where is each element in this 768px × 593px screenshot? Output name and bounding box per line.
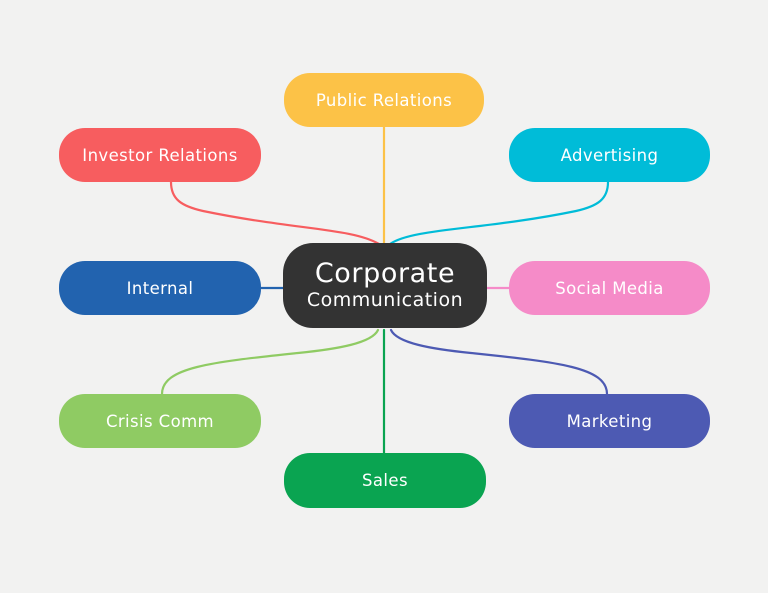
- center-title-line2: Communication: [306, 289, 464, 312]
- node-sales[interactable]: Sales: [284, 453, 486, 508]
- node-label: Public Relations: [315, 90, 453, 110]
- node-marketing[interactable]: Marketing: [509, 394, 710, 448]
- node-crisis-comm[interactable]: Crisis Comm: [59, 394, 261, 448]
- node-label: Advertising: [560, 145, 659, 165]
- node-corporate-communication[interactable]: Corporate Communication: [283, 243, 487, 328]
- node-public-relations[interactable]: Public Relations: [284, 73, 484, 127]
- edge-crisis-comm: [160, 328, 380, 396]
- node-label: Marketing: [566, 411, 653, 431]
- node-investor-relations[interactable]: Investor Relations: [59, 128, 261, 182]
- edge-marketing: [389, 328, 609, 396]
- node-advertising[interactable]: Advertising: [509, 128, 710, 182]
- node-label: Social Media: [555, 278, 664, 298]
- node-label: Sales: [362, 471, 408, 490]
- center-title-line1: Corporate: [314, 258, 456, 290]
- edge-investor-relations: [169, 180, 381, 246]
- node-internal[interactable]: Internal: [59, 261, 261, 315]
- node-label: Investor Relations: [82, 145, 238, 165]
- edge-advertising: [388, 180, 610, 246]
- node-label: Internal: [126, 278, 194, 298]
- node-social-media[interactable]: Social Media: [509, 261, 710, 315]
- node-label: Crisis Comm: [105, 411, 215, 431]
